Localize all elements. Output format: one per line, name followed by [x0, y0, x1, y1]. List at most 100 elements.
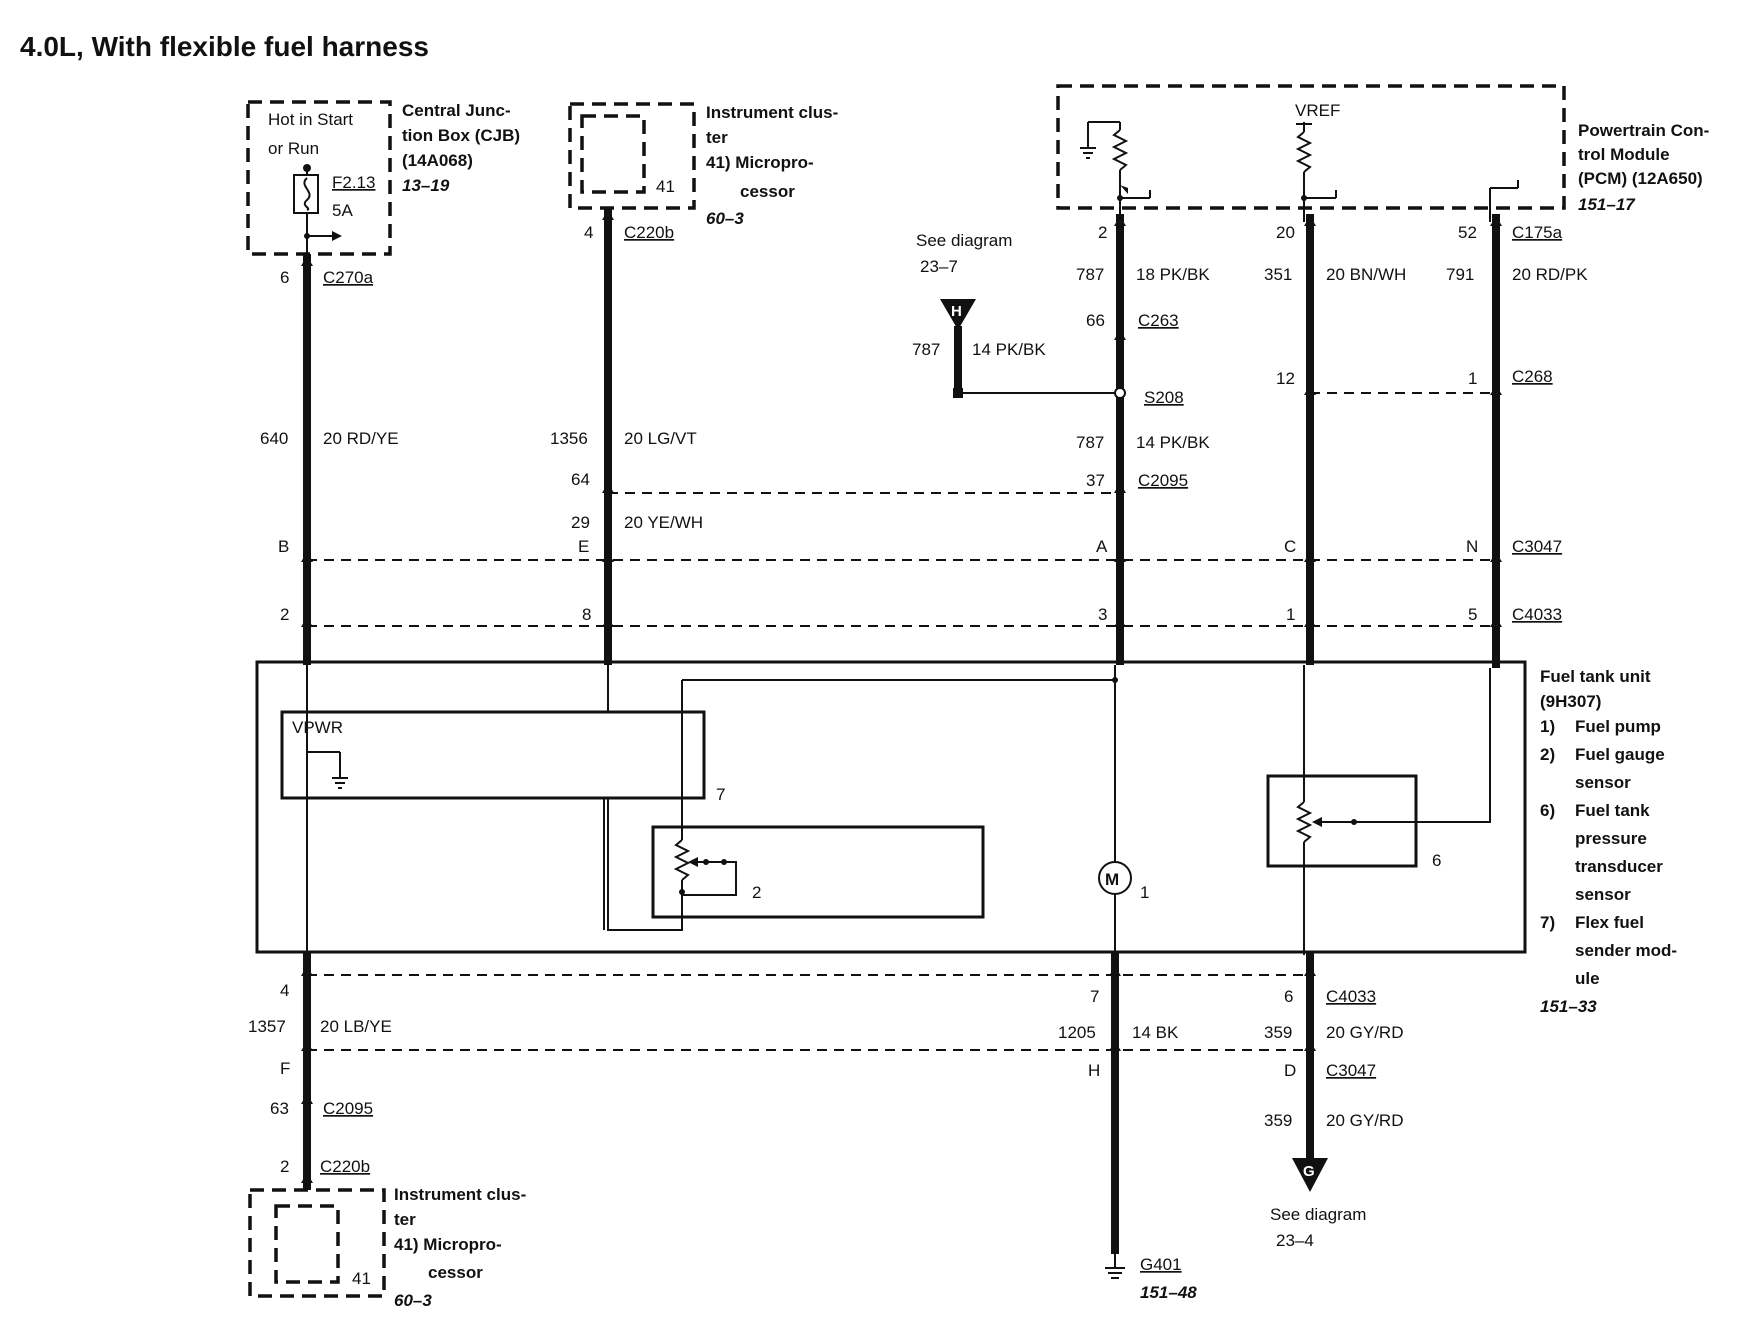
see-bottom-letter: G [1303, 1163, 1315, 1180]
w5-c268-pin: 1 [1468, 369, 1477, 388]
br-color: 20 GY/RD [1326, 1023, 1403, 1042]
w3-pin-top: 2 [1098, 223, 1107, 242]
pcm-resistor1-icon [1111, 129, 1129, 171]
w2-conn-top: C220b [624, 223, 674, 242]
w1-color: 20 RD/YE [323, 429, 399, 448]
motor-label: M [1105, 870, 1119, 889]
ic-bottom-pin: 41 [352, 1269, 371, 1288]
pcm-outline [1056, 84, 1566, 210]
bm-circuit: 1205 [1058, 1023, 1096, 1042]
bl-c2095: C2095 [323, 1099, 373, 1118]
item7-line3: ule [1575, 969, 1600, 988]
ic-top-name-line1: Instrument clus- [706, 103, 838, 122]
fuel-tank-name-line1: Fuel tank unit [1540, 667, 1651, 686]
ic-top-ref: 60–3 [706, 209, 744, 228]
w2-c3047-pin: E [578, 537, 589, 556]
w2-circuit: 1356 [550, 429, 588, 448]
page-title: 4.0L, With flexible fuel harness [20, 31, 429, 62]
item7-line2: sender mod- [1575, 941, 1677, 960]
w5-conn-top: C175a [1512, 223, 1563, 242]
cjb-fuse-rating: 5A [332, 201, 353, 220]
w4-c4033-pin: 1 [1286, 605, 1295, 624]
see-top-line2: 23–7 [920, 257, 958, 276]
w3-c4033-pin: 3 [1098, 605, 1107, 624]
ic-bottom-name-line3: 41) Micropro- [394, 1235, 502, 1254]
wire-4: 20 351 20 BN/WH 12 C 1 [1264, 214, 1406, 665]
pcm-name-line3: (PCM) (12A650) [1578, 169, 1703, 188]
br-circuit2: 359 [1264, 1111, 1292, 1130]
ic-top-processor-box [580, 114, 646, 194]
bm-ground-ref: 151–48 [1140, 1283, 1197, 1302]
w1-conn-top: C270a [323, 268, 374, 287]
see-top-letter: H [951, 303, 962, 320]
pcm-vref-resistor-icon [1295, 131, 1313, 173]
bl-color: 20 LB/YE [320, 1017, 392, 1036]
item2-line1: Fuel gauge [1575, 745, 1665, 764]
fuel-gauge-resistor-icon [673, 839, 691, 881]
w5-pin-top: 52 [1458, 223, 1477, 242]
bl-c3047-pin: F [280, 1059, 290, 1078]
instrument-cluster-top: 41 Instrument clus- ter 41) Micropro- ce… [568, 102, 838, 228]
ic-top-name-line4: cessor [740, 182, 795, 201]
fuel-tank-legend: Fuel tank unit (9H307) 1) Fuel pump 2) F… [1540, 667, 1677, 1016]
pcm-vref: VREF [1295, 101, 1340, 120]
ic-bottom-processor-box [274, 1204, 340, 1284]
cjb-fuse-label: F2.13 [332, 173, 375, 192]
comp6-label: 6 [1432, 851, 1441, 870]
ic-top-pin: 41 [656, 177, 675, 196]
w2-pin-top: 4 [584, 223, 593, 242]
w2-color2: 20 YE/WH [624, 513, 703, 532]
w5-c4033-pin: 5 [1468, 605, 1477, 624]
w5-color: 20 RD/PK [1512, 265, 1588, 284]
w3-circuit: 787 [1076, 265, 1104, 284]
w2-circuit2: 29 [571, 513, 590, 532]
see-bottom-line1: See diagram [1270, 1205, 1366, 1224]
w2-c2095-pin: 64 [571, 470, 590, 489]
bl-circuit: 1357 [248, 1017, 286, 1036]
w3-circuit2: 787 [1076, 433, 1104, 452]
w3-c2095-pin: 37 [1086, 471, 1105, 490]
connector-h-icon [940, 299, 976, 330]
w5-c4033: C4033 [1512, 605, 1562, 624]
see-top-line1: See diagram [916, 231, 1012, 250]
ic-bottom-ref: 60–3 [394, 1291, 432, 1310]
pcm-ground-icon [1080, 147, 1096, 159]
ic-bottom-outline [248, 1188, 386, 1298]
wire-5: 52 C175a 791 20 RD/PK 1 C268 N C3047 5 C… [1446, 214, 1588, 668]
ic-bottom-name-line1: Instrument clus- [394, 1185, 526, 1204]
central-junction-box: Hot in Start or Run F2.13 5A Central Jun… [246, 100, 520, 256]
bl-c4033-pin: 4 [280, 981, 289, 1000]
comp7-label: 7 [716, 785, 725, 804]
fuse-element-icon [303, 177, 311, 211]
splice-s208-icon [1114, 387, 1126, 399]
pcm-name-line2: trol Module [1578, 145, 1670, 164]
fuel-gauge-sensor [651, 825, 985, 919]
w4-c268-pin: 12 [1276, 369, 1295, 388]
pressure-sensor-resistor-icon [1295, 801, 1313, 843]
w4-color: 20 BN/WH [1326, 265, 1406, 284]
w3-c2095: C2095 [1138, 471, 1188, 490]
br-color2: 20 GY/RD [1326, 1111, 1403, 1130]
item6-num: 6) [1540, 801, 1555, 820]
bl-c220b-pin: 2 [280, 1157, 289, 1176]
br-circuit: 359 [1264, 1023, 1292, 1042]
connector-dashes [307, 392, 1496, 1051]
item6-line3: transducer [1575, 857, 1663, 876]
item6-line1: Fuel tank [1575, 801, 1650, 820]
w3-splice: S208 [1144, 388, 1184, 407]
bl-c2095-pin: 63 [270, 1099, 289, 1118]
see-diagram-h: See diagram 23–7 H 787 14 PK/BK [912, 231, 1120, 398]
item7-line1: Flex fuel [1575, 913, 1644, 932]
w4-c3047-pin: C [1284, 537, 1296, 556]
w4-circuit: 351 [1264, 265, 1292, 284]
module-ground-icon [332, 777, 348, 789]
cjb-inside-line2: or Run [268, 139, 319, 158]
cjb-inside-line1: Hot in Start [268, 110, 353, 129]
see-bottom-line2: 23–4 [1276, 1231, 1314, 1250]
cjb-outline [246, 100, 392, 256]
wire-3: 2 787 18 PK/BK 66 C263 S208 787 14 PK/BK… [1076, 214, 1210, 665]
wire-1: 6 C270a 640 20 RD/YE B 2 [260, 254, 399, 665]
pcm-name-line1: Powertrain Con- [1578, 121, 1709, 140]
w1-circuit: 640 [260, 429, 288, 448]
